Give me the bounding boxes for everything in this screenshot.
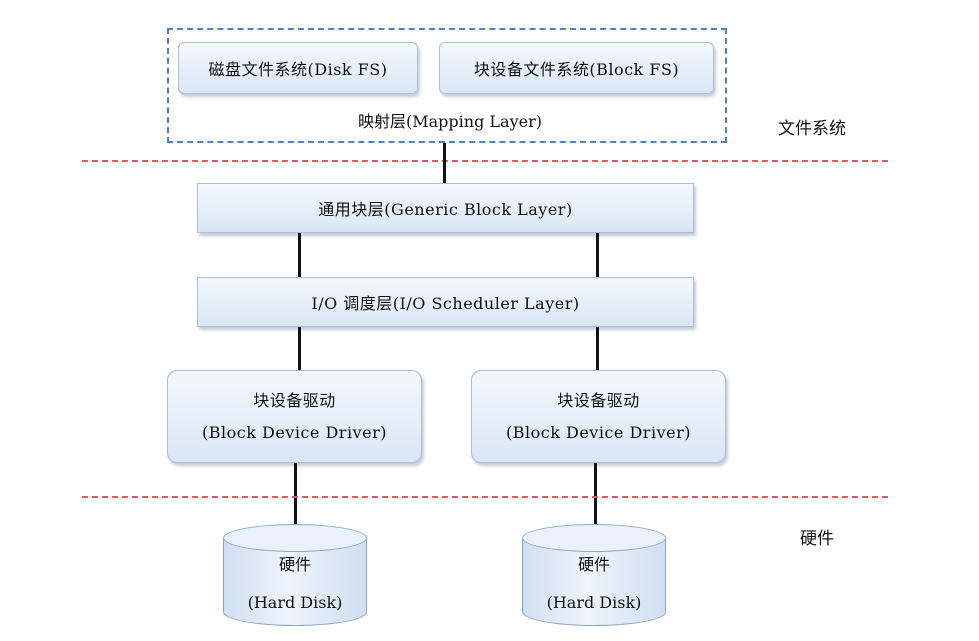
separator-hardware [82, 496, 888, 498]
generic-block-layer-box: 通用块层(Generic Block Layer) [197, 183, 694, 233]
filesystem-group [167, 28, 727, 143]
connector-io-driver-left [298, 327, 301, 370]
connector-driver-disk-left [294, 463, 297, 528]
driver-left-line2: (Block Device Driver) [202, 422, 387, 442]
disk-fs-label: 磁盘文件系统(Disk FS) [208, 60, 388, 79]
mapping-layer-label: 映射层(Mapping Layer) [358, 112, 542, 131]
disk-fs-box: 磁盘文件系统(Disk FS) [178, 42, 418, 94]
connector-mapping-generic [443, 143, 446, 183]
hard-disk-right-line1: 硬件 [577, 555, 610, 574]
generic-block-layer-label: 通用块层(Generic Block Layer) [318, 200, 573, 219]
separator-filesystem [82, 160, 888, 162]
driver-right-line2: (Block Device Driver) [506, 422, 691, 442]
driver-left-line1: 块设备驱动 [253, 390, 336, 410]
block-device-driver-right: 块设备驱动 (Block Device Driver) [471, 370, 726, 463]
io-scheduler-layer-box: I/O 调度层(I/O Scheduler Layer) [197, 277, 694, 327]
connector-generic-io-left [298, 233, 301, 277]
connector-io-driver-right [596, 327, 599, 370]
hard-disk-left-line2: (Hard Disk) [247, 593, 343, 612]
block-fs-box: 块设备文件系统(Block FS) [439, 42, 714, 94]
hard-disk-left-line1: 硬件 [278, 555, 311, 574]
hard-disk-right-line2: (Hard Disk) [546, 593, 642, 612]
hardware-side-label: 硬件 [800, 529, 834, 549]
block-device-driver-left: 块设备驱动 (Block Device Driver) [167, 370, 422, 463]
filesystem-side-label: 文件系统 [778, 119, 846, 139]
connector-generic-io-right [596, 233, 599, 277]
io-scheduler-layer-label: I/O 调度层(I/O Scheduler Layer) [311, 294, 580, 313]
block-fs-label: 块设备文件系统(Block FS) [473, 60, 680, 79]
driver-right-line1: 块设备驱动 [557, 390, 640, 410]
connector-driver-disk-right [594, 463, 597, 528]
